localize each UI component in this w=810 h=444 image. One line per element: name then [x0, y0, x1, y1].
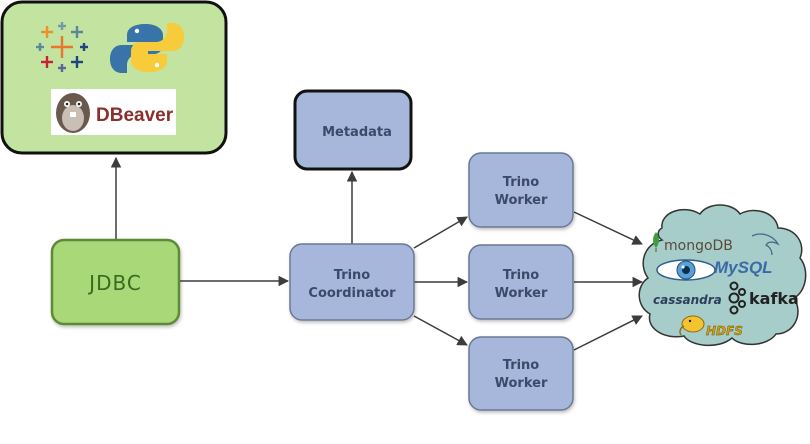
- worker-1-label-line1: Trino: [503, 175, 540, 190]
- jdbc-box: [50, 238, 181, 326]
- cassandra-eye-icon: [656, 259, 716, 281]
- mysql-dolphin-icon: [751, 233, 780, 256]
- jdbc-label: JDBC: [87, 271, 142, 295]
- dbeaver-label: DBeaver: [96, 105, 174, 126]
- edges: [110, 156, 644, 351]
- worker-3-label-line2: Worker: [495, 376, 548, 391]
- worker-box-1: [468, 152, 574, 228]
- kafka-icon: [728, 281, 746, 315]
- cassandra-label: cassandra: [653, 293, 722, 307]
- worker-3-label-line1: Trino: [503, 358, 540, 373]
- mysql-label: MySQL: [714, 258, 773, 277]
- kafka-label: kafka: [749, 289, 799, 308]
- dbeaver-wordmark: DBeaver: [96, 105, 174, 126]
- edge-worker-3-to-datasources: [573, 315, 643, 351]
- edge-worker-1-to-datasources: [573, 211, 643, 245]
- worker-2-label-line2: Worker: [495, 286, 548, 301]
- mongodb-logo: mongoDB: [653, 232, 733, 254]
- mongodb-label: mongoDB: [664, 238, 733, 254]
- worker-1-label-line2: Worker: [495, 193, 548, 208]
- edge-coordinator-to-worker-1: [413, 216, 468, 249]
- coordinator-label-line1: Trino: [334, 268, 371, 283]
- coordinator-box: [289, 243, 415, 321]
- worker-box-2: [468, 244, 574, 320]
- metadata-label: Metadata: [322, 125, 392, 140]
- worker-2-label-line1: Trino: [503, 268, 540, 283]
- python-logo: [110, 23, 184, 73]
- datasources-cloud: [638, 204, 807, 347]
- coordinator-label-line2: Coordinator: [308, 286, 396, 301]
- hdfs-label: HDFS: [706, 324, 743, 338]
- clients-box: DBeaver: [0, 0, 228, 155]
- worker-box-3: [468, 336, 574, 411]
- metadata-box: [293, 89, 413, 171]
- dbeaver-logo: DBeaver: [51, 89, 176, 135]
- hdfs-elephant-icon: [679, 315, 705, 336]
- edge-coordinator-to-worker-3: [413, 315, 468, 346]
- tableau-logo: [36, 22, 88, 72]
